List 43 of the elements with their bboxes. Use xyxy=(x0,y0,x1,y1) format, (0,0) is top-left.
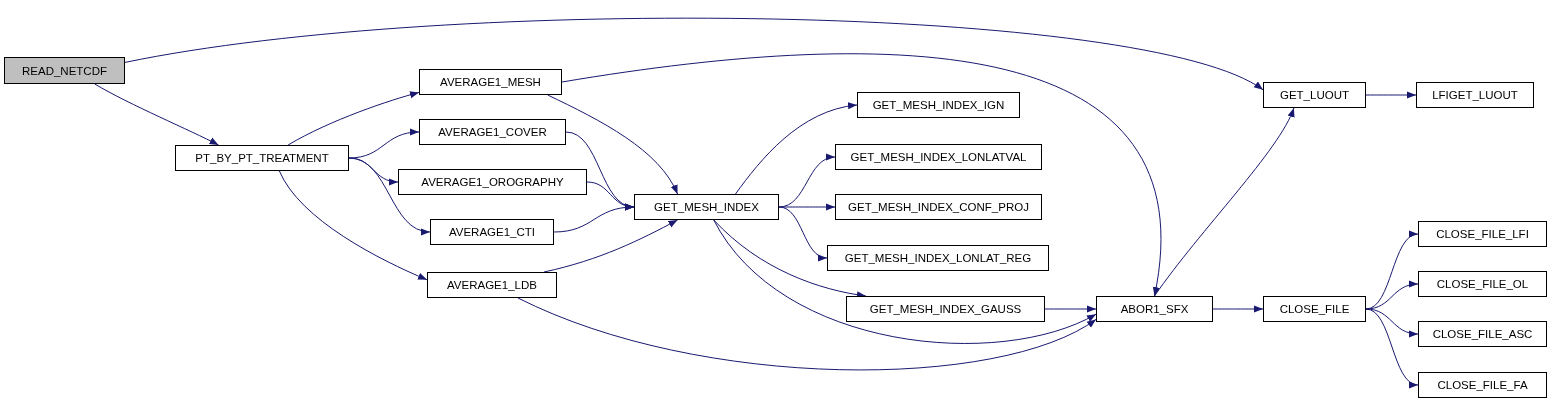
arrow xyxy=(547,94,678,195)
function-box: LFIGET_LUOUT xyxy=(1416,82,1534,108)
function-box: CLOSE_FILE_LFI xyxy=(1418,221,1547,247)
arrow xyxy=(517,297,1097,371)
arrow xyxy=(553,203,635,233)
function-box: GET_MESH_INDEX_CONF_PROJ xyxy=(835,194,1042,220)
arrow xyxy=(1365,281,1419,310)
function-box: GET_MESH_INDEX_LONLAT_REG xyxy=(827,245,1049,271)
function-box: CLOSE_FILE_ASC xyxy=(1418,321,1547,347)
function-box: CLOSE_FILE xyxy=(1263,296,1366,322)
arrow xyxy=(348,129,420,159)
function-box: GET_MESH_INDEX_IGN xyxy=(857,92,1020,118)
arrow xyxy=(586,181,635,210)
function-box: GET_MESH_INDEX xyxy=(634,194,779,220)
arrow xyxy=(778,154,836,208)
function-box: AVERAGE1_COVER xyxy=(419,119,566,145)
arrow xyxy=(1212,305,1264,313)
function-box: GET_MESH_INDEX_GAUSS xyxy=(846,296,1045,322)
arrow xyxy=(287,91,420,146)
function-box: AVERAGE1_MESH xyxy=(419,69,562,95)
arrow xyxy=(348,157,431,235)
arrow xyxy=(543,219,678,273)
arrow xyxy=(713,219,1097,344)
arrow xyxy=(1365,91,1417,99)
function-box: AVERAGE1_OROGRAPHY xyxy=(398,169,587,195)
arrow xyxy=(124,17,1264,91)
function-box: ABOR1_SFX xyxy=(1096,296,1213,322)
arrow xyxy=(1154,107,1295,297)
arrow xyxy=(561,53,1162,297)
function-box: GET_LUOUT xyxy=(1263,82,1366,108)
function-box: AVERAGE1_LDB xyxy=(427,272,557,298)
arrow xyxy=(778,206,828,260)
function-box: GET_MESH_INDEX_LONLATVAL xyxy=(835,144,1042,170)
function-box: PT_BY_PT_TREATMENT xyxy=(175,145,349,171)
arrow xyxy=(1365,308,1419,387)
arrow xyxy=(278,170,428,281)
function-box: READ_NETCDF xyxy=(4,57,125,84)
function-box: CLOSE_FILE_FA xyxy=(1418,372,1547,398)
arrow xyxy=(735,102,858,195)
arrow xyxy=(94,83,219,146)
arrow xyxy=(1044,305,1097,313)
function-box: AVERAGE1_CTI xyxy=(430,219,554,245)
function-box: CLOSE_FILE_OL xyxy=(1418,271,1547,297)
